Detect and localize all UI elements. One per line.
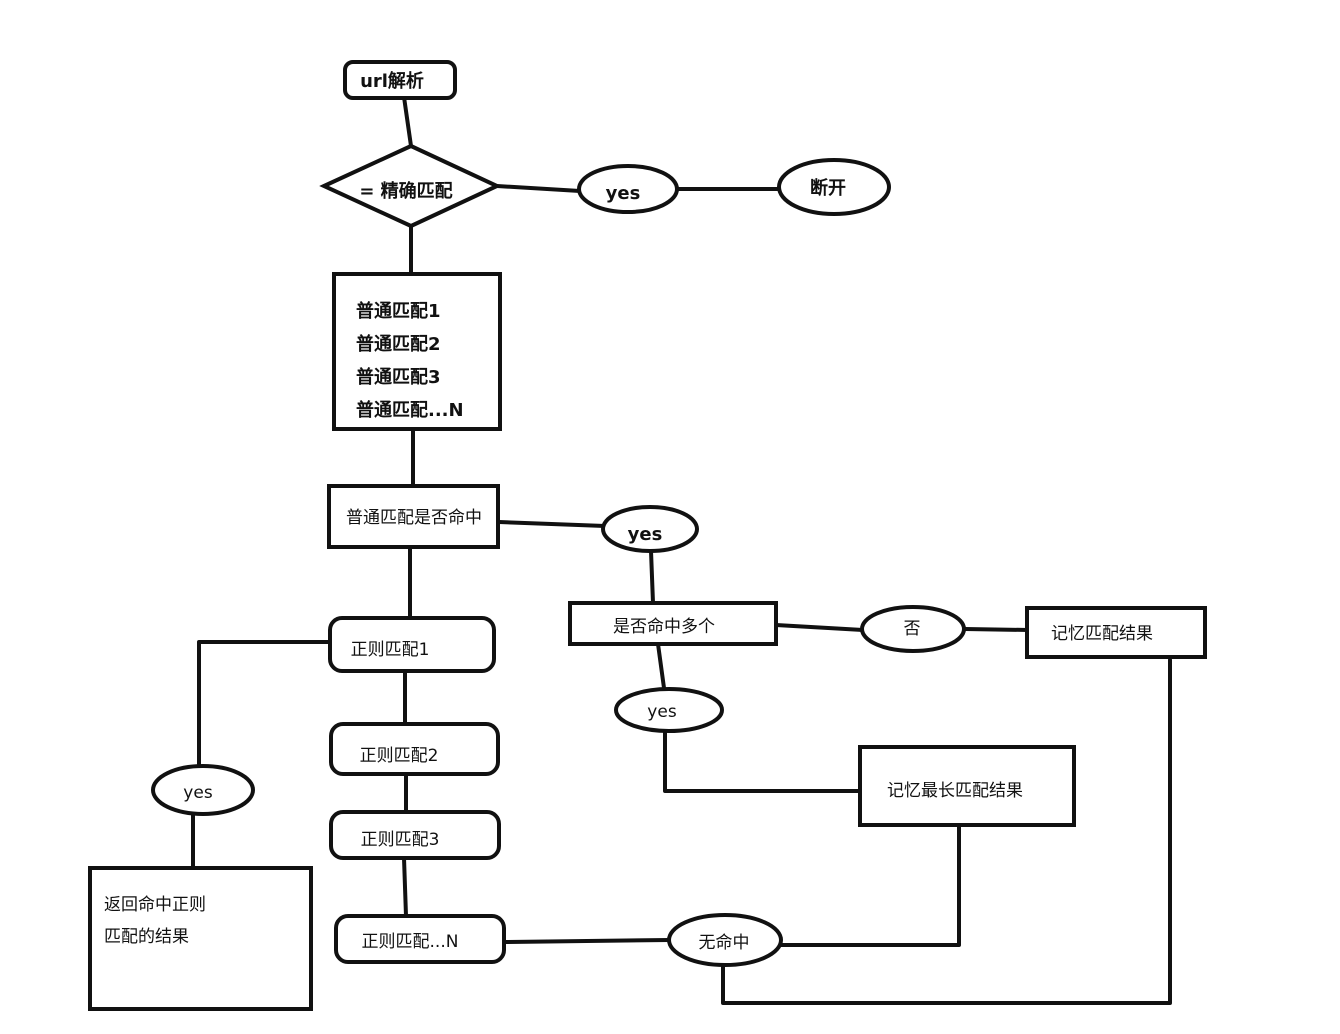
node-regex-yes-label: yes	[183, 783, 213, 803]
edge-exact-to-yes	[495, 184, 582, 193]
node-regex-yes: yes	[151, 764, 255, 816]
node-regex-n-label: 正则匹配...N	[362, 932, 459, 952]
node-remember-longest-label: 记忆最长匹配结果	[887, 781, 1023, 801]
node-regex-1-label: 正则匹配1	[351, 640, 430, 660]
node-remember-result-label: 记忆匹配结果	[1051, 624, 1153, 644]
node-normal-hit-label: 普通匹配是否命中	[346, 508, 482, 528]
node-regex-n: 正则匹配...N	[334, 914, 506, 964]
node-normal-list-item: 普通匹配3	[356, 366, 441, 388]
node-multi-yes: yes	[614, 687, 724, 733]
node-no-hit-label: 无命中	[699, 933, 750, 953]
edge-url-to-exact	[402, 95, 413, 148]
edge-longest-to-nohit	[779, 823, 961, 947]
node-exact-match-label: = 精确匹配	[359, 180, 452, 202]
node-normal-list-item: 普通匹配2	[356, 333, 441, 355]
node-disconnect: 断开	[777, 158, 891, 216]
node-regex-2: 正则匹配2	[329, 722, 500, 776]
node-normal-list-item: 普通匹配...N	[356, 399, 464, 421]
edge-hit-to-yes	[497, 520, 607, 528]
edge-regex1-to-yes	[197, 640, 332, 766]
node-exact-yes: yes	[577, 164, 679, 214]
node-exact-match: = 精确匹配	[319, 143, 502, 229]
node-normal-list: 普通匹配1 普通匹配2 普通匹配3 普通匹配...N	[332, 272, 502, 431]
node-url-parse: url解析	[343, 60, 457, 100]
node-multi-hit-label: 是否命中多个	[613, 617, 715, 637]
node-normal-yes: yes	[601, 505, 699, 553]
node-remember-longest: 记忆最长匹配结果	[858, 745, 1076, 827]
node-regex-3-label: 正则匹配3	[361, 830, 440, 850]
node-remember-result: 记忆匹配结果	[1025, 606, 1207, 659]
node-multi-no: 否	[860, 605, 966, 653]
node-return-regex: 返回命中正则 匹配的结果	[88, 866, 313, 1011]
node-return-regex-line1: 返回命中正则	[104, 895, 206, 915]
edge-yes-to-longest	[663, 729, 862, 793]
node-url-parse-label: url解析	[360, 70, 424, 92]
edge-yes-to-multi	[649, 549, 655, 605]
node-multi-yes-label: yes	[647, 702, 677, 722]
node-regex-1: 正则匹配1	[328, 616, 496, 673]
node-return-regex-line2: 匹配的结果	[104, 927, 189, 947]
node-normal-hit: 普通匹配是否命中	[327, 484, 500, 549]
edge-multi-to-yes	[656, 642, 666, 690]
node-exact-yes-label: yes	[606, 183, 641, 204]
edge-regexn-to-nohit	[503, 938, 671, 944]
edge-no-to-remember	[963, 627, 1030, 632]
node-multi-no-label: 否	[904, 619, 921, 639]
node-multi-hit: 是否命中多个	[568, 601, 778, 646]
node-normal-list-item: 普通匹配1	[356, 300, 441, 322]
flowchart-edges	[191, 95, 1172, 1005]
node-no-hit: 无命中	[667, 913, 783, 967]
edge-remember-to-nohit	[721, 658, 1172, 1005]
node-normal-yes-label: yes	[628, 524, 663, 545]
edge-regex3-to-regexn	[402, 856, 408, 918]
edge-multi-to-no	[774, 623, 865, 632]
node-regex-2-label: 正则匹配2	[360, 746, 439, 766]
node-regex-3: 正则匹配3	[329, 810, 501, 860]
node-disconnect-label: 断开	[810, 177, 846, 199]
